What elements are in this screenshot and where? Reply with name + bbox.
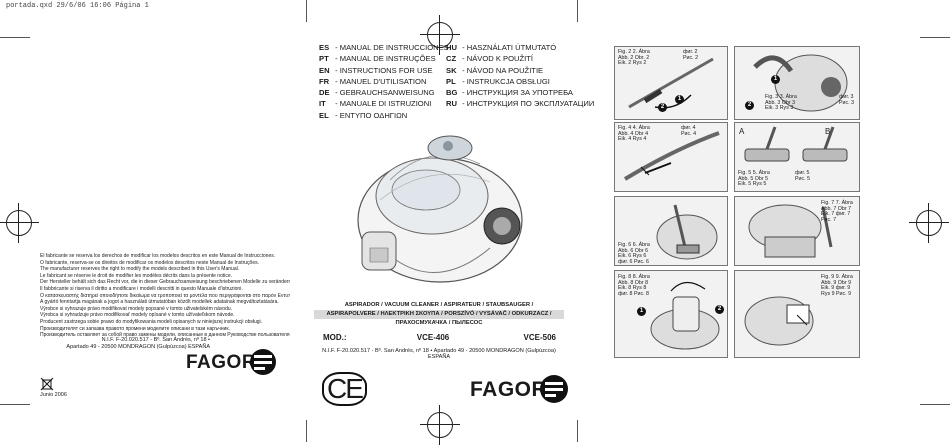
disclaimer-line: O fabricante, reserva-se os direitos de … — [40, 259, 259, 266]
fold-line-left — [306, 0, 307, 22]
figure-3-panel: Fig. 3 3. Ábra Abb. 3 Obr 3 Eik. 3 Rys 3… — [734, 46, 860, 120]
ce-mark: CE — [322, 372, 367, 406]
address-line: Apartado 49 - 20500 MONDRAGON (Gulpúzcoa… — [66, 344, 210, 350]
figure-6-panel: Fig. 6 6. Ábra Abb. 6 Obr 6 Eik. 6 Rys 6… — [614, 196, 728, 266]
crop-line-tl — [0, 37, 30, 38]
fold-line-right — [577, 0, 578, 22]
disclaimer-line: The manufacturer reserves the right to m… — [40, 266, 240, 273]
language-list-left: ES - MANUAL DE INSTRUCCIONES PT - MANUAL… — [319, 42, 449, 121]
telescopic-tube-icon — [623, 131, 720, 181]
language-item: IT - MANUALE DI ISTRUZIONI — [319, 99, 432, 109]
language-item: RU - ИНСТРУКЦИЯ ПО ЭКСПЛУАТАЦИИ — [446, 99, 595, 109]
address-middle: N.I.F. F-20.020.517 - Bº. San Andrés, nº… — [322, 348, 556, 360]
language-item: ES - MANUAL DE INSTRUCCIONES — [319, 43, 449, 52]
step-1-marker: 1 — [637, 307, 646, 316]
figure-8-label: Fig. 8 8. Ábra Abb. 8 Obr 8 Eik. 8 Rys 8… — [618, 274, 650, 297]
registration-mark-right — [909, 203, 949, 243]
disclaimer-line: Le fabricant se réserve le droit de modi… — [40, 272, 233, 279]
disclaimer-line: Der Hersteller behält sich das Recht vor… — [40, 279, 290, 286]
step-2-marker: 2 — [715, 305, 724, 314]
registration-mark-bottom — [420, 405, 460, 445]
figure-5-mark-a: A — [739, 127, 745, 136]
language-item: FR - MANUEL D'UTILISATION — [319, 76, 427, 86]
disclaimer-line: Производителят си запазва правото промен… — [40, 325, 230, 332]
language-item: CZ - NÁVOD K POUŽITÍ — [446, 54, 533, 64]
disclaimer-block: El fabricante se reserva los derechos de… — [40, 253, 290, 339]
model-vce506: VCE-506 — [523, 333, 556, 342]
product-band-line3: ПРАХОСМУКАЧКА / ПЫЛЕСОС — [314, 319, 564, 328]
fold-line-left-bottom — [306, 420, 307, 442]
storage-position-icon — [748, 204, 833, 258]
models-label: MOD.: — [323, 333, 347, 342]
disclaimer-line: Производитель оставляет за собой право з… — [40, 332, 290, 339]
figure-5-mark-b: B — [825, 127, 831, 136]
figure-2-label: Fig. 2 2. Ábra Abb. 2 Obr. 2 Eik. 2 Rys … — [618, 49, 650, 67]
language-item: DE - GEBRAUCHSANWEISUNG — [319, 88, 435, 98]
figure-4-label-b: фиг. 4 Рис. 4 — [681, 125, 697, 137]
disclaimer-line: Ο κατασκευαστής διατηρεί οποιοδήποτε δικ… — [40, 292, 290, 299]
figure-5-label-b: фиг. 5 Рис. 5 — [795, 170, 811, 182]
language-item: PL - INSTRUKCJA OBSŁUGI — [446, 76, 550, 86]
figure-5-panel: A B Fig. 5 5. Ábra Abb. 5 Obr 5 Eik. 5 R… — [734, 122, 860, 192]
language-item: EL - ΕΝΤΥΠΟ ΟΔΗΓΙΩΝ — [319, 110, 408, 120]
brand-logo-left: FAGOR — [186, 352, 257, 373]
figure-2-label-b: фиг. 2 Рис. 2 — [683, 49, 699, 61]
product-band-line1: ASPIRADOR / VACUUM CLEANER / ASPIRATEUR … — [314, 301, 564, 310]
language-list-right: HU - HASZNÁLATI ÚTMUTATÓ CZ - NÁVOD K PO… — [446, 42, 594, 110]
crop-line-br — [920, 404, 950, 405]
fagor-mark-icon — [540, 375, 568, 403]
vacuum-cleaner-illustration — [350, 120, 530, 301]
disclaimer-line: Výrobce si vyhrazuje právo modifikovat m… — [40, 305, 233, 312]
figure-6-label: Fig. 6 6. Ábra Abb. 6 Obr 6 Eik. 6 Rys 6… — [618, 242, 650, 265]
language-item: EN - INSTRUCTIONS FOR USE — [319, 65, 433, 75]
brand-logo-middle: FAGOR — [470, 378, 548, 401]
dust-container-icon — [650, 281, 720, 350]
figure-7-panel: Fig. 7 7. Ábra Abb. 7 Obr 7 Eik. 7 фиг. … — [734, 196, 860, 266]
parking-position-icon — [656, 204, 718, 260]
step-2-marker: 2 — [658, 103, 667, 112]
recycling-bin-icon — [40, 377, 54, 396]
address-left: N.I.F. F-20.020.517 - Bº. San Andrés, nº… — [40, 337, 210, 351]
figure-8-panel: Fig. 8 8. Ábra Abb. 8 Obr 8 Eik. 8 Rys 8… — [614, 270, 728, 358]
crop-line-tr — [920, 37, 950, 38]
fold-line-right-bottom — [577, 420, 578, 442]
figure-3-label-b: фиг. 3 Рис. 3 — [839, 94, 855, 106]
language-item: PT - MANUAL DE INSTRUÇÕES — [319, 54, 436, 64]
models-row: MOD.: VCE-406 VCE-506 — [323, 333, 556, 342]
disclaimer-line: Výrobca si vyhradzuje právo modifikovať … — [40, 312, 235, 319]
address-line: N.I.F. F-20.020.517 - Bº. San Andrés, nº… — [101, 337, 210, 343]
figure-9-panel: Fig. 9 9. Ábra Abb. 9 Obr 9 Eik. 9 фиг. … — [734, 270, 860, 358]
fagor-mark-icon — [250, 349, 276, 375]
figure-5-label: Fig. 5 5. Ábra Abb. 5 Obr 5 Eik. 5 Rys 5 — [738, 170, 770, 188]
file-header: portada.qxd 29/6/06 16:06 Página 1 — [6, 2, 149, 10]
language-item: SK - NÁVOD NA POUŽITIE — [446, 65, 544, 75]
figure-7-label: Fig. 7 7. Ábra Abb. 7 Obr 7 Eik. 7 фиг. … — [821, 200, 853, 223]
vacuum-hose-icon — [753, 54, 848, 112]
registration-mark-left — [0, 203, 39, 243]
figure-2-panel: Fig. 2 2. Ábra Abb. 2 Obr. 2 Eik. 2 Rys … — [614, 46, 728, 120]
disclaimer-line: Producent zastrzega sobie prawo do modyf… — [40, 318, 263, 325]
figure-4-label: Fig. 4 4. Ábra Abb. 4 Obr 4 Eik. 4 Rys 4 — [618, 125, 650, 143]
product-band-line2: ASPIRAPOLVERE / ΗΛΕΚΤΡΙΚΗ ΣΚΟΥΠΑ / PORSZ… — [314, 310, 564, 319]
figure-4-panel: Fig. 4 4. Ábra Abb. 4 Obr 4 Eik. 4 Rys 4… — [614, 122, 728, 192]
figure-9-label: Fig. 9 9. Ábra Abb. 9 Obr 9 Eik. 9 фиг. … — [821, 274, 853, 297]
language-item: BG - ИНСТРУКЦИЯ ЗА УПОТРЕБА — [446, 88, 573, 98]
step-1-marker: 1 — [675, 95, 684, 104]
language-item: HU - HASZNÁLATI ÚTMUTATÓ — [446, 43, 557, 52]
disclaimer-line: Il fabbricante si riserva il diritto a m… — [40, 285, 243, 292]
floor-brush-icon — [744, 126, 848, 162]
disclaimer-line: A gyártó fenntartja magának a jogot a ha… — [40, 299, 279, 306]
registration-mark-top — [420, 15, 460, 55]
crop-line-bl — [0, 404, 30, 405]
disclaimer-line: El fabricante se reserva los derechos de… — [40, 253, 276, 259]
step-1-marker: 1 — [771, 75, 780, 84]
print-date: Junio 2006 — [40, 392, 67, 398]
model-vce406: VCE-406 — [416, 333, 450, 342]
filter-removal-icon — [744, 296, 814, 346]
step-2-marker: 2 — [745, 101, 754, 110]
figure-3-label: Fig. 3 3. Ábra Abb. 3 Obr 3 Eik. 3 Rys 3 — [765, 94, 797, 112]
